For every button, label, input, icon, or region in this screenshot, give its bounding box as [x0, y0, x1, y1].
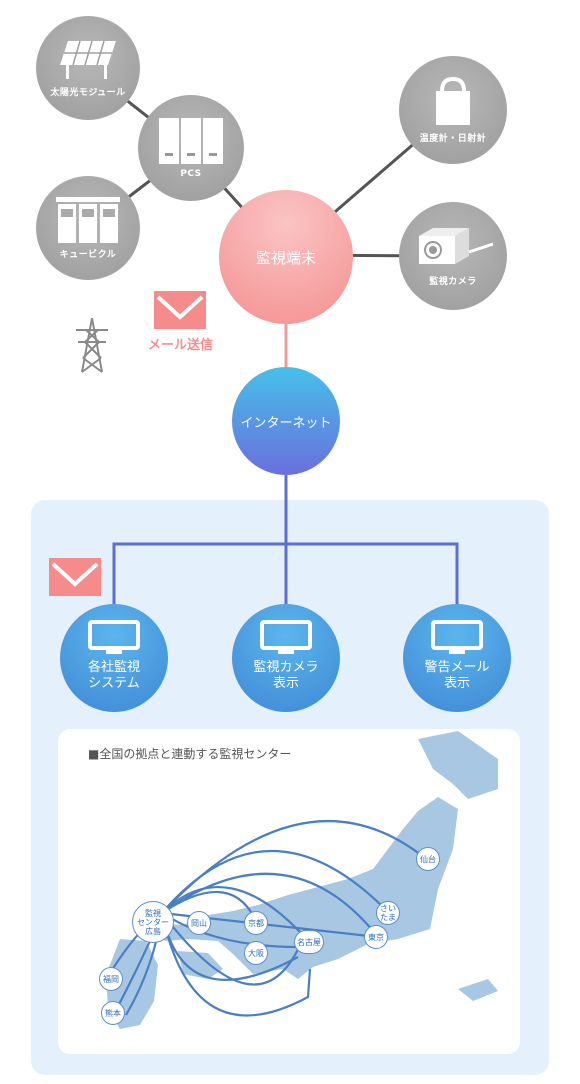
- pcs-icon: [159, 118, 223, 164]
- service-label-line1: 警告メール: [424, 660, 490, 675]
- service-label-line2: 表示: [272, 676, 299, 691]
- mail-send-label: メール送信: [148, 338, 214, 353]
- solar-module-node: 太陽光モジュール: [36, 16, 140, 120]
- center-line2: センター: [137, 917, 169, 927]
- map-title: ■全国の拠点と連動する監視センター: [88, 747, 292, 761]
- map-city-saitama: さい たま: [376, 901, 400, 925]
- solar-panel-icon: [60, 40, 116, 79]
- thermometer-label: 温度計・日射計: [419, 133, 487, 144]
- camera-icon: [419, 227, 493, 264]
- internet-label: インターネット: [240, 415, 332, 431]
- map-city-osaka: 大阪: [244, 941, 268, 965]
- mail-icon: [154, 291, 206, 329]
- monitoring-terminal-label: 監視端末: [255, 248, 316, 267]
- solar-module-label: 太陽光モジュール: [50, 87, 126, 98]
- distribution-lines: [112, 475, 459, 610]
- route-lines: [111, 820, 432, 1017]
- monitor-icon: [431, 620, 483, 654]
- cubicle-icon: [56, 196, 120, 243]
- service-monitoring-system[interactable]: 各社監視システム: [60, 604, 168, 712]
- center-line3: 広島: [145, 926, 161, 936]
- center-line1: 監視: [145, 908, 161, 918]
- thermometer-icon: [436, 76, 470, 125]
- service-label-line1: 各社監視: [87, 660, 140, 675]
- map-city-sendai: 仙台: [416, 847, 440, 871]
- monitoring-terminal-node: 監視端末: [219, 190, 353, 324]
- mail-alert-icon: [49, 558, 101, 596]
- monitor-icon: [88, 620, 140, 654]
- pcs-node: PCS: [138, 95, 244, 201]
- cubicle-node: キュービクル: [36, 176, 140, 280]
- service-label-line2: 表示: [443, 676, 470, 691]
- service-label-line1: 監視カメラ: [253, 660, 319, 675]
- internet-node: インターネット: [232, 367, 340, 475]
- transmission-tower-icon: [76, 317, 108, 373]
- map-center-hiroshima: 監視センター広島: [132, 901, 174, 943]
- japan-map: ■全国の拠点と連動する監視センター 監視センター広島 岡山 京都 大阪 名古屋 …: [58, 729, 520, 1054]
- map-city-kyoto: 京都: [244, 911, 268, 935]
- camera-label: 監視カメラ: [429, 276, 477, 287]
- map-city-nagoya: 名古屋: [294, 930, 324, 954]
- service-camera-display[interactable]: 監視カメラ表示: [232, 604, 340, 712]
- camera-node: 監視カメラ: [399, 202, 507, 310]
- cubicle-label: キュービクル: [59, 249, 117, 260]
- map-city-kumamoto: 熊本: [101, 1001, 125, 1025]
- monitor-icon: [260, 620, 312, 654]
- service-label-line2: システム: [88, 676, 140, 691]
- map-city-fukuoka: 福岡: [99, 967, 123, 991]
- map-city-okayama: 岡山: [187, 911, 211, 935]
- service-alert-mail-display[interactable]: 警告メール表示: [403, 604, 511, 712]
- pcs-label: PCS: [180, 169, 202, 179]
- thermometer-node: 温度計・日射計: [399, 56, 507, 164]
- map-city-tokyo: 東京: [364, 925, 388, 949]
